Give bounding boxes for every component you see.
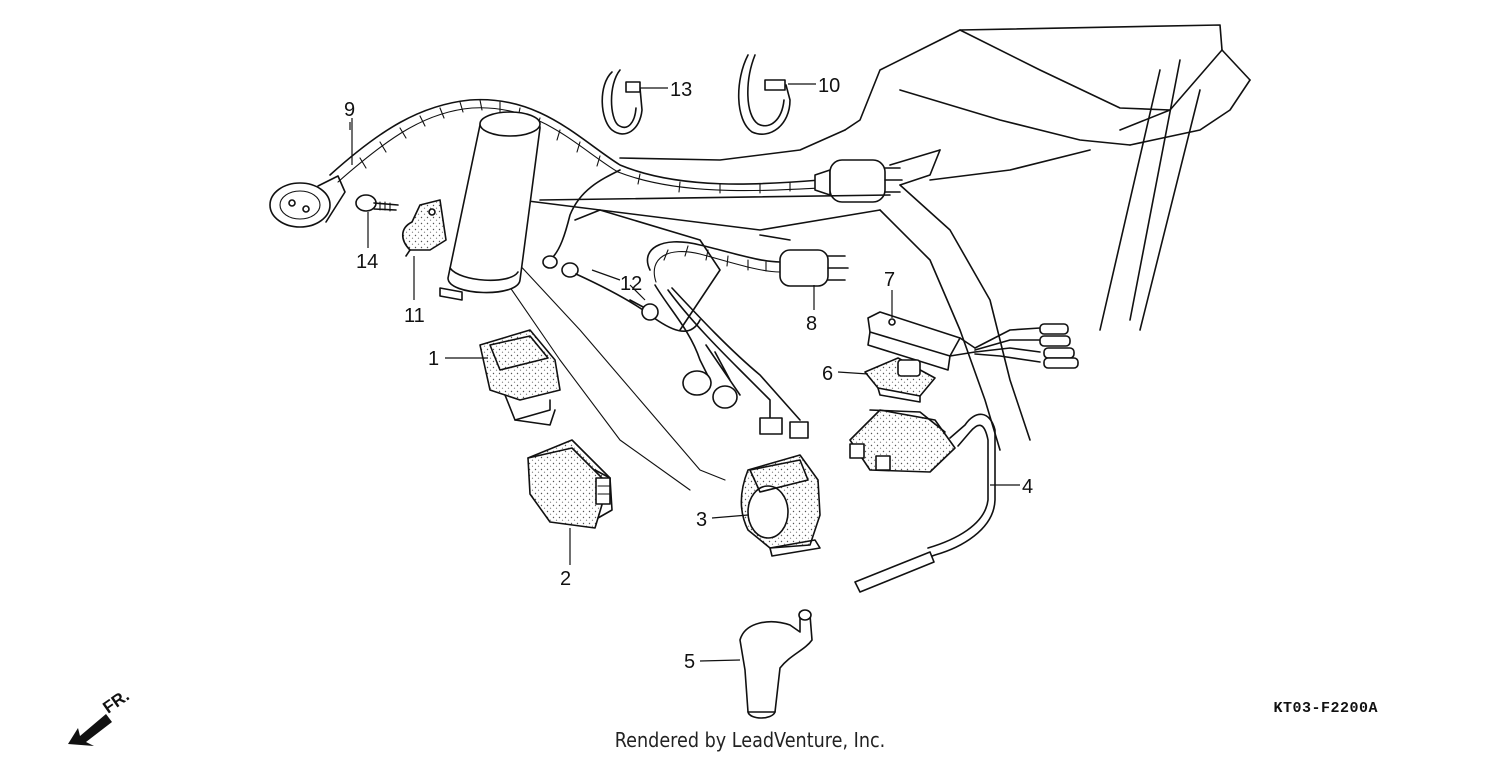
callout-7: 7 bbox=[884, 269, 895, 291]
rubber-boot-3 bbox=[740, 454, 821, 557]
callout-5: 5 bbox=[684, 651, 695, 673]
cdi-unit-2 bbox=[527, 439, 613, 529]
front-arrow-icon: FR. bbox=[68, 686, 133, 746]
ignition-coil-4 bbox=[849, 409, 996, 593]
callout-10: 10 bbox=[818, 75, 840, 97]
callout-4: 4 bbox=[1022, 476, 1033, 498]
clamp-11 bbox=[401, 199, 447, 257]
front-direction-indicator: FR. bbox=[64, 686, 164, 754]
leader-lines bbox=[351, 83, 1020, 662]
band-10 bbox=[737, 54, 791, 135]
sub-harness-8 bbox=[646, 241, 849, 439]
direction-label: FR. bbox=[99, 690, 132, 717]
wire-harness-9 bbox=[269, 98, 903, 269]
spark-plug-cap-5 bbox=[739, 609, 813, 719]
callout-14: 14 bbox=[356, 251, 378, 273]
callout-1: 1 bbox=[428, 348, 439, 370]
ground-lead-12 bbox=[561, 262, 701, 332]
regulator-7 bbox=[867, 311, 1079, 371]
render-credit: Rendered by LeadVenture, Inc. bbox=[614, 728, 886, 752]
callouts: 1 2 3 4 5 6 7 8 9 10 11 12 13 14 bbox=[344, 75, 1033, 673]
callout-3: 3 bbox=[696, 509, 707, 531]
holder-1 bbox=[479, 329, 561, 426]
callout-12: 12 bbox=[620, 273, 642, 295]
band-13 bbox=[601, 69, 643, 135]
frame-guide-lines bbox=[504, 259, 726, 491]
callout-11: 11 bbox=[404, 305, 425, 327]
protective-tube bbox=[439, 111, 891, 301]
diagram-code: KT03-F2200A bbox=[1273, 700, 1378, 717]
mount-6 bbox=[864, 357, 936, 403]
callout-8: 8 bbox=[806, 313, 817, 335]
callout-9: 9 bbox=[344, 99, 355, 121]
bolt-14 bbox=[355, 194, 399, 212]
callout-6: 6 bbox=[822, 363, 833, 385]
callout-13: 13 bbox=[670, 79, 692, 101]
frame-outline bbox=[519, 24, 1251, 451]
callout-2: 2 bbox=[560, 568, 571, 590]
